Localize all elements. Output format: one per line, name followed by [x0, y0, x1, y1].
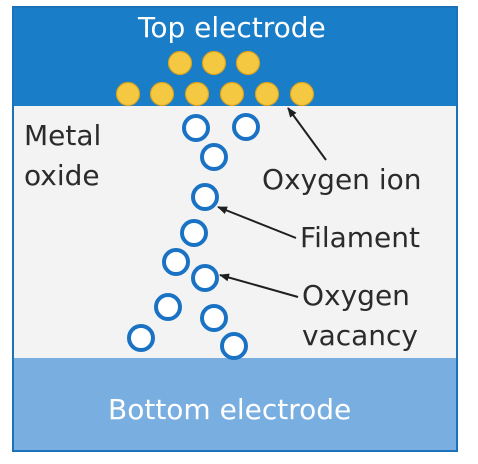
- filament-label: Filament: [300, 221, 421, 254]
- oxygen-ion-icon: [149, 81, 175, 107]
- oxygen-ion-icon: [201, 50, 227, 76]
- oxygen-ion-icon: [219, 81, 245, 107]
- oxygen-vacancy-icon: [127, 324, 155, 352]
- bottom-electrode-label: Bottom electrode: [108, 393, 352, 426]
- oxygen-ion-icon: [289, 81, 315, 107]
- diagram-frame: [12, 6, 458, 452]
- oxygen-ion-icon: [115, 81, 141, 107]
- bottom-electrode-layer: [14, 358, 456, 450]
- oxygen-vacancy-label-line1: Oxygen: [302, 279, 410, 312]
- oxygen-ion-label: Oxygen ion: [262, 163, 422, 196]
- metal-oxide-label-line1: Metal: [24, 119, 102, 152]
- oxygen-vacancies: [127, 113, 260, 360]
- filament-arrow-icon: [217, 206, 297, 239]
- top-electrode-label: Top electrode: [138, 11, 326, 44]
- oxygen-vacancy-icon: [200, 143, 228, 171]
- oxygen-ion-arrow-icon: [287, 107, 327, 161]
- oxygen-ion-icon: [167, 50, 193, 76]
- oxygen-vacancy-label-line2: vacancy: [302, 319, 418, 352]
- oxygen-vacancy-arrow-icon: [219, 273, 299, 298]
- oxygen-ions: [115, 50, 315, 107]
- oxygen-vacancy-icon: [191, 264, 219, 292]
- oxygen-ion-icon: [235, 50, 261, 76]
- oxygen-vacancy-icon: [191, 183, 219, 211]
- oxygen-vacancy-icon: [180, 219, 208, 247]
- oxygen-vacancy-icon: [232, 113, 260, 141]
- oxygen-vacancy-icon: [154, 293, 182, 321]
- callout-arrows: [217, 107, 327, 298]
- oxygen-vacancy-icon: [182, 114, 210, 142]
- oxygen-vacancy-icon: [162, 248, 190, 276]
- oxygen-ion-icon: [184, 81, 210, 107]
- metal-oxide-label-line2: oxide: [24, 159, 100, 192]
- oxygen-ion-icon: [254, 81, 280, 107]
- oxygen-vacancy-icon: [200, 304, 228, 332]
- oxygen-vacancy-icon: [220, 332, 248, 360]
